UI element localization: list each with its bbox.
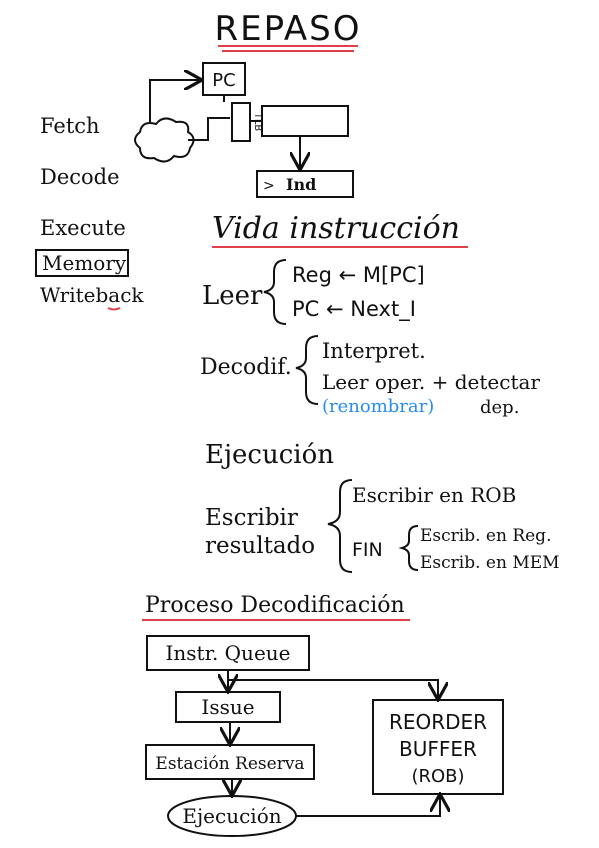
decodif-brace xyxy=(295,335,319,405)
escribir-brace xyxy=(327,479,353,573)
vida-heading: Vida instrucción xyxy=(212,211,460,246)
ind-register xyxy=(256,170,354,198)
ejecucion-ellipse-label: Ejecución xyxy=(182,804,281,828)
fin-item-reg: Escrib. en Reg. xyxy=(420,526,551,546)
instr-queue-label: Instr. Queue xyxy=(166,641,291,665)
writeback-mark xyxy=(107,307,121,311)
fin-brace xyxy=(398,525,419,571)
decodif-note-renombrar: (renombrar) xyxy=(322,396,434,417)
decodif-item-3: dep. xyxy=(480,397,519,418)
queue-to-rob-arrow xyxy=(228,679,438,698)
stage-decode: Decode xyxy=(40,165,120,189)
escribir-label-line1: Escribir xyxy=(205,505,298,531)
tlb-box xyxy=(231,102,251,142)
rob-line-1: REORDER xyxy=(389,710,487,734)
ejecucion-to-rob-arrow xyxy=(296,796,440,817)
decodif-label: Decodif. xyxy=(200,355,292,380)
leer-label: Leer xyxy=(202,281,263,311)
cloud-to-tlb-line xyxy=(188,117,230,141)
rob-line-3: (ROB) xyxy=(411,766,464,787)
ind-marker: > xyxy=(263,178,275,194)
ind-label: Ind xyxy=(286,175,316,194)
stage-execute: Execute xyxy=(40,216,126,240)
issue-label: Issue xyxy=(201,695,254,719)
pc-label: PC xyxy=(212,70,235,91)
escribir-label-line2: resultado xyxy=(205,533,315,559)
escribir-rob-item: Escribir en ROB xyxy=(352,483,516,507)
stage-fetch: Fetch xyxy=(40,114,100,138)
stage-writeback: Writeback xyxy=(40,283,144,307)
fin-label: FIN xyxy=(352,539,383,561)
leer-item-1: Reg ← M[PC] xyxy=(292,263,425,287)
ejecucion-label: Ejecución xyxy=(205,440,334,470)
leer-brace xyxy=(263,259,287,325)
fin-item-mem: Escrib. en MEM xyxy=(420,553,560,573)
decodif-item-1: Interpret. xyxy=(322,339,426,363)
stage-memory: Memory xyxy=(42,251,127,275)
memory-highlight-box xyxy=(35,249,129,277)
decodif-item-2: Leer oper. + detectar xyxy=(322,370,540,394)
page-title: REPASO xyxy=(214,9,361,49)
rob-line-2: BUFFER xyxy=(399,737,477,761)
estacion-reserva-label: Estación Reserva xyxy=(155,754,304,774)
instruction-cache-box xyxy=(261,105,349,137)
loop-to-pc-arrow xyxy=(149,80,200,122)
proceso-heading: Proceso Decodificación xyxy=(145,593,405,618)
next-pc-logic-cloud xyxy=(134,117,195,163)
leer-item-2: PC ← Next_I xyxy=(292,297,416,322)
